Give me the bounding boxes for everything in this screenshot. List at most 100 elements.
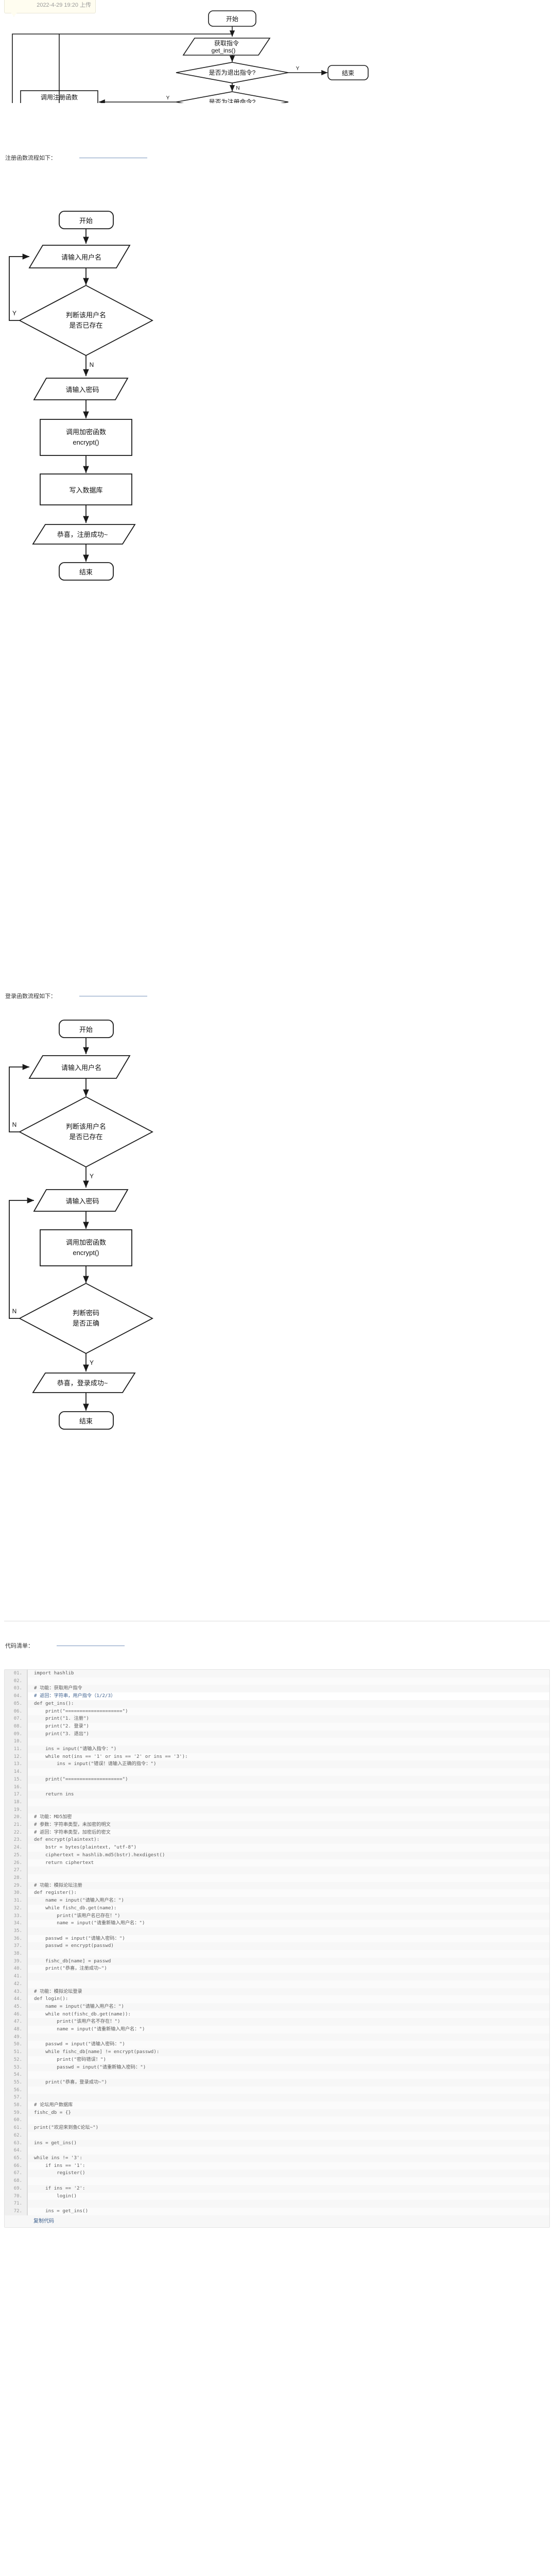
code-row: 58.# 论坛用户数据库 xyxy=(5,2102,549,2109)
code-line-text: # 返回：字符串类型，加密后的密文 xyxy=(27,1828,549,1837)
code-line-number: 69. xyxy=(5,2184,28,2193)
node-get-ins xyxy=(182,38,271,56)
code-line-number: 42. xyxy=(5,1980,28,1988)
code-line-number: 48. xyxy=(5,2026,28,2033)
code-line-number: 14. xyxy=(5,1768,28,1776)
code-row: 59.fishc_db = {} xyxy=(5,2109,549,2117)
code-line-number: 03. xyxy=(5,1685,28,1693)
code-line-number: 27. xyxy=(5,1867,28,1874)
label-start: 开始 xyxy=(79,1026,93,1033)
label-end: 结束 xyxy=(79,1417,93,1425)
code-line-number: 54. xyxy=(5,2071,28,2079)
code-line-number: 05. xyxy=(5,1700,28,1708)
code-line-number: 30. xyxy=(5,1889,28,1897)
code-row: 57. xyxy=(5,2094,549,2102)
node-decision-username xyxy=(19,1096,153,1168)
code-line-number: 46. xyxy=(5,2010,28,2019)
code-line-text: import hashlib xyxy=(34,1670,74,1676)
code-row: 28. xyxy=(5,1874,549,1882)
code-line-text xyxy=(27,2147,549,2155)
code-line-text: def get_ins(): xyxy=(34,1700,74,1706)
caption-register-flow-text: 注册函数流程如下： xyxy=(5,155,56,161)
code-line-number: 65. xyxy=(5,2155,28,2162)
code-line-text: print("密码错误！") xyxy=(27,2056,549,2064)
code-row: 67. register() xyxy=(5,2170,549,2178)
code-line-number: 22. xyxy=(5,1828,28,1837)
code-line-text: # 功能：模拟论坛登录 xyxy=(34,1988,82,1994)
code-row: 50. passwd = input("请输入密码：") xyxy=(5,2041,549,2049)
code-line-number: 45. xyxy=(5,2003,28,2011)
code-row: 06. print("====================") xyxy=(5,1707,549,1716)
code-line-number: 58. xyxy=(5,2102,28,2109)
code-line-text: ins = get_ins() xyxy=(34,2140,77,2146)
code-row: 37. passwd = encrypt(passwd) xyxy=(5,1942,549,1951)
code-row: 36. passwd = input("请输入密码：") xyxy=(5,1935,549,1943)
code-line-number: 17. xyxy=(5,1791,28,1799)
flowchart-login-branch-labels: N Y N Y xyxy=(12,1121,94,1366)
code-line-text xyxy=(27,2033,549,2041)
label-encrypt-1: 调用加密函数 xyxy=(66,1239,106,1246)
code-line-text: print("2. 登录") xyxy=(27,1722,549,1731)
code-row: 38. xyxy=(5,1950,549,1958)
flowchart-login-labels: 开始 请输入用户名 判断该用户名 是否已存在 请输入密码 调用加密函数 encr… xyxy=(57,1026,108,1425)
code-row: 35. xyxy=(5,1927,549,1935)
code-line-number: 38. xyxy=(5,1950,28,1958)
code-line-text xyxy=(27,2200,549,2208)
code-row: 19. xyxy=(5,1806,549,1814)
code-row: 13. ins = input("错误！请输入正确的指令：") xyxy=(5,1760,549,1769)
code-row: 41. xyxy=(5,1973,549,1980)
code-line-number: 09. xyxy=(5,1730,28,1738)
code-line-number: 39. xyxy=(5,1957,28,1965)
code-row: 02. xyxy=(5,1677,549,1685)
code-line-text: register() xyxy=(34,2170,85,2176)
code-line-text: print("====================") xyxy=(34,1776,128,1782)
code-row: 63.ins = get_ins() xyxy=(5,2139,549,2147)
code-row: 23.def encrypt(plaintext): xyxy=(5,1836,549,1844)
code-line-number: 66. xyxy=(5,2162,28,2170)
code-line-text: name = input("请输入用户名：") xyxy=(34,1897,124,1904)
code-line-text xyxy=(27,1798,549,1806)
code-row: 40. print("恭喜，注册成功~") xyxy=(5,1965,549,1973)
label-call-register-2: register() xyxy=(47,102,72,103)
code-row: 55. print("恭喜，登录成功~") xyxy=(5,2078,549,2087)
flowchart-register: 开始 请输入用户名 判断该用户名 是否已存在 请输入密码 调用加密函数 encr… xyxy=(0,170,554,634)
label-decision-name-1: 判断该用户名 xyxy=(66,1123,106,1130)
code-line-text xyxy=(27,1768,549,1776)
code-row: 30.def register(): xyxy=(5,1889,549,1897)
code-line-number: 21. xyxy=(5,1821,28,1829)
code-row: 27. xyxy=(5,1867,549,1874)
label-call-register-1: 调用注册函数 xyxy=(41,93,78,101)
code-line-text xyxy=(27,2071,549,2079)
code-line-text: print("恭喜，注册成功~") xyxy=(27,1965,549,1973)
code-row: 39. fishc_db[name] = passwd xyxy=(5,1957,549,1965)
code-line-text: # 返回：字符串，用户指令（1/2/3） xyxy=(27,1692,549,1700)
branch-register-yes: Y xyxy=(166,95,170,101)
code-row: 17. return ins xyxy=(5,1791,549,1799)
code-line-number: 71. xyxy=(5,2200,28,2208)
code-row: 26. return ciphertext xyxy=(5,1859,549,1867)
code-row: 09. print("3. 退出") xyxy=(5,1730,549,1738)
code-line-number: 41. xyxy=(5,1973,28,1980)
code-row: 32. while fishc_db.get(name): xyxy=(5,1904,549,1912)
node-input-password xyxy=(33,1189,129,1212)
code-line-text: print("该用户名不存在！") xyxy=(34,2019,120,2025)
code-row: 31. name = input("请输入用户名：") xyxy=(5,1897,549,1905)
label-end: 结束 xyxy=(79,568,93,576)
code-row: 49. xyxy=(5,2033,549,2041)
code-line-text: return ciphertext xyxy=(27,1859,549,1867)
branch-pwd-no: N xyxy=(12,1308,17,1315)
code-line-number: 23. xyxy=(5,1836,28,1844)
code-row: 08. print("2. 登录") xyxy=(5,1722,549,1731)
copy-code-button[interactable]: 复制代码 xyxy=(33,2218,54,2224)
code-row: 34. name = input("请重新输入用户名：") xyxy=(5,1920,549,1927)
code-line-text xyxy=(27,1973,549,1980)
code-row: 56. xyxy=(5,2086,549,2094)
code-row: 51. while fishc_db[name] != encrypt(pass… xyxy=(5,2048,549,2056)
code-line-text xyxy=(27,1927,549,1935)
code-line-text: while fishc_db.get(name): xyxy=(27,1904,549,1912)
code-row: 53. passwd = input("请重新输入密码：") xyxy=(5,2063,549,2072)
